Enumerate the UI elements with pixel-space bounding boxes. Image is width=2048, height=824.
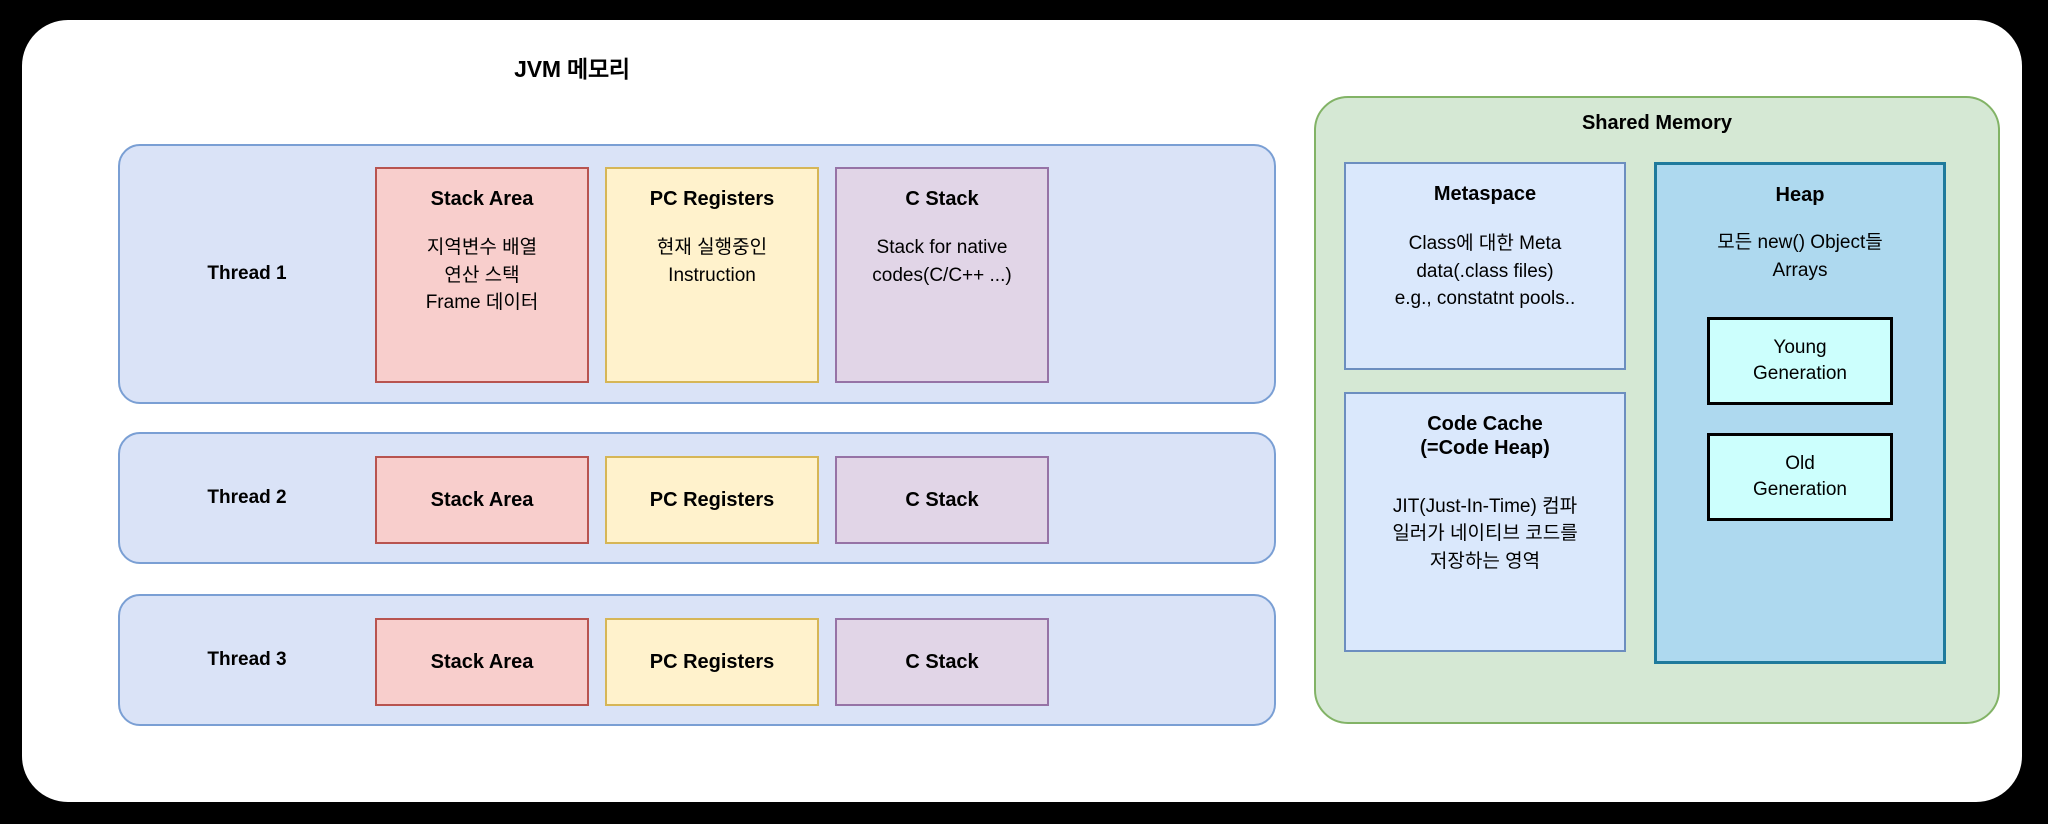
code-cache-title: Code Cache(=Code Heap) [1420, 413, 1550, 460]
pc-registers-title: PC Registers [649, 188, 775, 210]
c-stack-box: C Stack [835, 618, 1049, 706]
code-cache-box: Code Cache(=Code Heap) JIT(Just-In-Time)… [1344, 392, 1626, 652]
thread-label: Thread 2 [207, 487, 287, 508]
thread-row: Thread 3 Stack Area PC Registers C Stack [118, 594, 1276, 726]
stack-area-title: Stack Area [430, 488, 534, 511]
pc-registers-box: PC Registers [605, 618, 819, 706]
stack-area-box: Stack Area [375, 456, 589, 544]
c-stack-title: C Stack [905, 650, 979, 673]
pc-registers-title: PC Registers [649, 650, 775, 673]
stack-area-title: Stack Area [430, 650, 534, 673]
page-title: JVM 메모리 [514, 56, 630, 82]
c-stack-title: C Stack [905, 488, 979, 511]
shared-memory-title: Shared Memory [1581, 112, 1733, 134]
pc-registers-title: PC Registers [649, 488, 775, 511]
stack-area-box: Stack Area [375, 618, 589, 706]
c-stack-box: C Stack [835, 456, 1049, 544]
stack-area-title: Stack Area [430, 188, 534, 210]
pc-registers-box: PC Registers [605, 456, 819, 544]
c-stack-title: C Stack [905, 188, 979, 210]
heap-title: Heap [1775, 184, 1825, 206]
metaspace-title: Metaspace [1433, 183, 1537, 205]
thread-label: Thread 1 [207, 263, 287, 284]
thread-label: Thread 3 [207, 649, 287, 670]
thread-row: Thread 2 Stack Area PC Registers C Stack [118, 432, 1276, 564]
